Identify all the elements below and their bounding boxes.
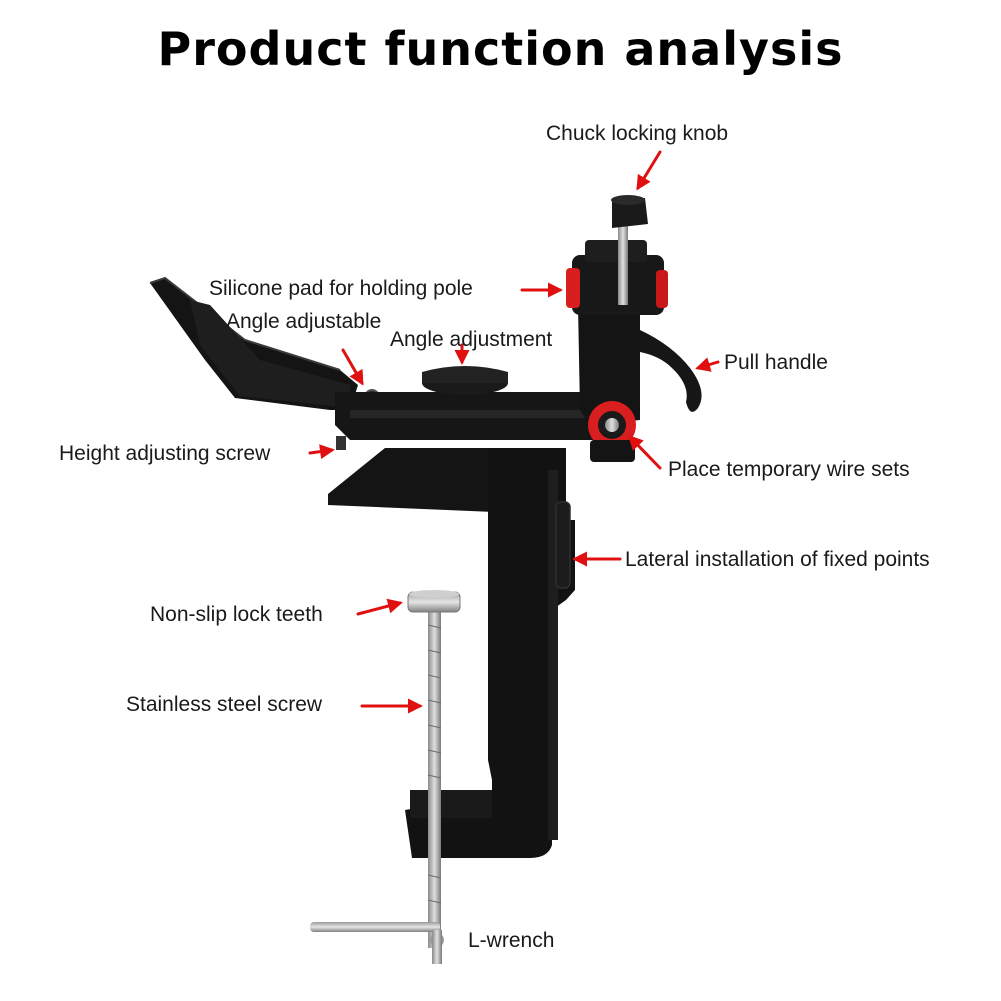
- silicone-pad-left: [566, 268, 580, 308]
- arrow-height-screw: [308, 444, 335, 460]
- stainless-steel-screw: [428, 608, 441, 948]
- page-title: Product function analysis: [157, 22, 844, 76]
- label-pull-handle: Pull handle: [724, 351, 828, 374]
- arrow-chuck-knob: [636, 150, 662, 191]
- label-angle-adjustable: Angle adjustable: [226, 310, 382, 333]
- l-wrench: [310, 922, 440, 932]
- label-stainless-steel-screw: Stainless steel screw: [126, 693, 323, 716]
- screw-thread: [427, 624, 442, 904]
- label-lateral-installation: Lateral installation of fixed points: [625, 548, 930, 571]
- height-screw: [336, 436, 346, 450]
- arrows: [308, 150, 720, 714]
- arrow-wire-sets: [627, 434, 662, 470]
- lateral-fixed-point: [555, 501, 571, 589]
- c-clamp-body: [405, 448, 575, 858]
- label-silicone-pad: Silicone pad for holding pole: [209, 277, 473, 300]
- silicone-pad-right: [656, 270, 668, 308]
- arrow-angle-adjustable: [341, 348, 364, 386]
- label-chuck-locking-knob: Chuck locking knob: [546, 122, 729, 145]
- arrow-pull-handle: [695, 357, 720, 372]
- pull-handle: [640, 330, 702, 412]
- label-angle-adjustment: Angle adjustment: [390, 328, 553, 351]
- label-height-adjusting-screw: Height adjusting screw: [59, 442, 271, 465]
- label-place-temporary-wire-sets: Place temporary wire sets: [668, 458, 910, 481]
- label-l-wrench: L-wrench: [468, 929, 555, 952]
- label-non-slip-lock-teeth: Non-slip lock teeth: [150, 603, 323, 626]
- chuck-locking-knob: [612, 198, 648, 228]
- chuck-column: [578, 305, 640, 425]
- arrow-lock-teeth: [356, 598, 403, 616]
